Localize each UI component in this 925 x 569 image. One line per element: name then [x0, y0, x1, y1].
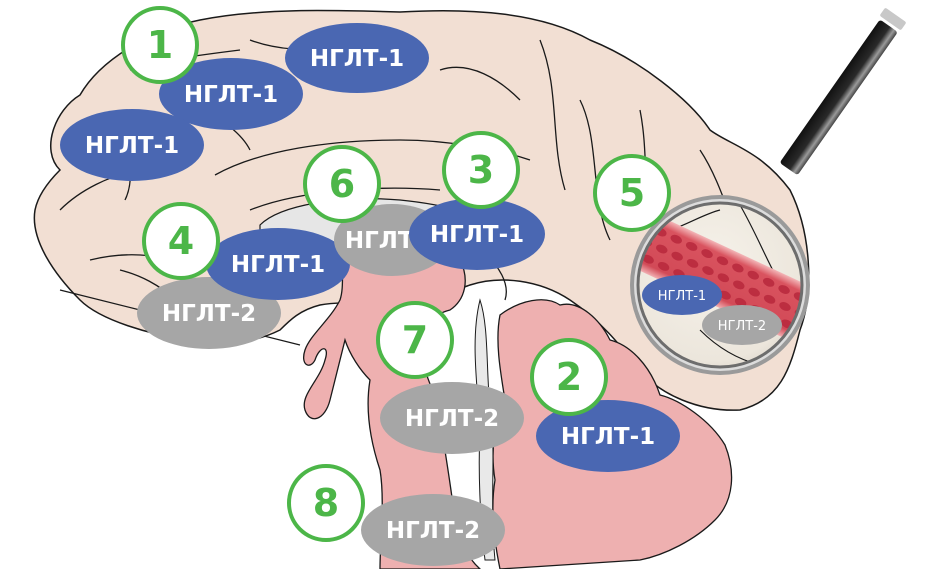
red-blood-cell [793, 292, 802, 302]
sglt1-ellipse [409, 198, 545, 270]
sglt1-ellipse [159, 58, 303, 130]
red-blood-cell [671, 251, 683, 261]
red-blood-cell [823, 305, 837, 317]
red-blood-cell [717, 273, 730, 283]
red-blood-cell [657, 261, 670, 271]
marker-number: 4 [168, 219, 194, 263]
region-marker-3: 3 [442, 131, 520, 209]
magnifier-label-text: НГЛТ-1 [658, 289, 706, 304]
red-blood-cell [702, 266, 714, 275]
red-blood-cell [656, 244, 668, 254]
label-sglt1-region-2: НГЛТ-1 [536, 400, 680, 472]
label-sglt1-region-1: НГЛТ-1 [60, 109, 204, 181]
marker-ring [303, 145, 381, 223]
sglt1-label-text: НГЛТ-1 [231, 252, 325, 278]
marker-ring [287, 464, 365, 542]
marker-ring [593, 154, 671, 232]
sglt1-ellipse [60, 109, 204, 181]
red-blood-cell [809, 315, 823, 327]
sglt2-label-text: НГЛТ-2 [405, 406, 499, 432]
marker-ring [530, 338, 608, 416]
red-blood-cell [748, 287, 760, 297]
sglt2-ellipse [380, 382, 524, 454]
red-blood-cell [719, 290, 731, 300]
region-marker-7: 7 [376, 301, 454, 379]
region-marker-1: 1 [121, 6, 199, 84]
magnifier-label-sglt1: НГЛТ-1 [642, 275, 722, 315]
marker-ring [142, 202, 220, 280]
red-blood-cell [642, 254, 654, 264]
marker-ring [442, 131, 520, 209]
sglt1-label-text: НГЛТ-1 [430, 222, 524, 248]
red-blood-cell [763, 294, 776, 304]
red-blood-cell [747, 270, 759, 280]
region-marker-4: 4 [142, 202, 220, 280]
red-blood-cell [734, 297, 747, 307]
marker-ring [121, 6, 199, 84]
sglt1-ellipse [642, 275, 722, 315]
label-sglt2-region-8: НГЛТ-2 [361, 494, 505, 566]
sglt2-label-text: НГЛТ-2 [162, 301, 256, 327]
marker-number: 3 [468, 148, 494, 192]
magnifier-label-sglt2: НГЛТ-2 [702, 305, 782, 345]
red-blood-cell [824, 322, 838, 334]
sglt1-label-text: НГЛТ-1 [310, 46, 404, 72]
sglt2-ellipse [702, 305, 782, 345]
red-blood-cell [733, 280, 745, 290]
red-blood-cell [686, 258, 699, 268]
label-sglt1-region-1: НГЛТ-1 [285, 23, 429, 93]
region-marker-8: 8 [287, 464, 365, 542]
red-blood-cell [701, 249, 713, 259]
red-blood-cell [811, 332, 825, 344]
region-marker-2: 2 [530, 338, 608, 416]
label-sglt1-region-4: НГЛТ-1 [206, 228, 350, 300]
red-blood-cell [732, 263, 744, 273]
red-blood-cell [716, 256, 729, 266]
sglt1-ellipse [536, 400, 680, 472]
red-blood-cell [685, 241, 698, 251]
red-blood-cell [670, 234, 682, 244]
red-blood-cell [762, 277, 775, 287]
magnifier-label-text: НГЛТ-2 [718, 319, 766, 334]
sglt2-label-text: НГЛТ-2 [386, 518, 480, 544]
label-sglt1-region-1: НГЛТ-1 [159, 58, 303, 130]
label-sglt2-region-7: НГЛТ-2 [380, 382, 524, 454]
sglt1-label-text: НГЛТ-1 [85, 133, 179, 159]
sglt2-ellipse [361, 494, 505, 566]
red-blood-cell [779, 302, 791, 311]
sglt1-ellipse [206, 228, 350, 300]
marker-number: 8 [313, 481, 339, 525]
label-sglt1-region-3: НГЛТ-1 [409, 198, 545, 270]
magnifier-handle [780, 8, 906, 175]
sglt1-label-text: НГЛТ-1 [184, 82, 278, 108]
marker-number: 7 [402, 318, 428, 362]
sglt1-ellipse [285, 23, 429, 93]
marker-number: 2 [556, 355, 582, 399]
marker-ring [376, 301, 454, 379]
region-marker-6: 6 [303, 145, 381, 223]
region-marker-5: 5 [593, 154, 671, 232]
marker-number: 6 [329, 162, 355, 206]
red-blood-cell [808, 298, 822, 310]
sglt1-label-text: НГЛТ-1 [561, 424, 655, 450]
red-blood-cell [778, 285, 790, 294]
marker-number: 5 [619, 171, 645, 215]
marker-number: 1 [147, 23, 173, 67]
